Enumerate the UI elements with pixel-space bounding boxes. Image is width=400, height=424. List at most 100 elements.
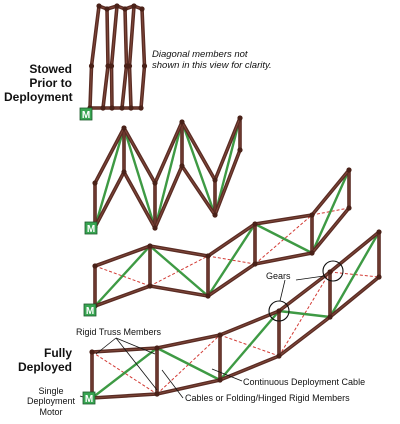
truss-rod-highlight [254,214,313,225]
motor-mark: M [86,306,94,317]
leader-line [115,337,158,391]
diagonal-member [153,121,184,229]
truss-rod-highlight [214,117,241,181]
truss-rod-highlight [181,121,216,181]
diagonal-member [93,127,126,228]
diagonal-members [91,117,381,399]
truss-rod-highlight [207,223,256,257]
motor-label-line-2: Deployment [26,396,76,407]
truss-rod-highlight [278,271,331,312]
truss-rod-highlight [181,165,216,216]
hinge-joint [252,261,258,267]
hinge-joint [276,308,282,314]
rigid-truss-members-label: Rigid Truss Members [76,327,162,337]
hinge-joint [252,221,258,227]
hinge-joint [179,119,185,125]
deployment-cable [91,351,158,395]
truss-rod-highlight [156,334,221,349]
truss-rod-highlight [91,5,100,67]
note-line-1: Diagonal members not [152,49,248,60]
diagonal-member [180,121,217,216]
truss-rod-highlight [102,65,109,109]
truss-rod-highlight [278,316,331,357]
diagonal-member [122,127,157,229]
truss-rod-highlight [207,263,256,297]
hinge-joint [121,169,127,175]
diagonal-member [328,231,381,318]
truss-rod-highlight [124,8,127,67]
hinge-joint [276,353,282,359]
truss-rod-highlight [329,231,380,273]
hinge-joint [217,332,223,338]
stowed-label-line-2: Prior to [29,75,72,90]
rigid-truss-members [88,4,381,400]
diagonal-member [219,310,280,381]
hinge-joint [88,63,95,69]
diagonal-member [206,223,257,297]
hinge-joint [217,377,223,383]
hinge-joint [126,63,133,69]
hinge-joint [346,167,352,173]
hinge-joint [96,3,102,9]
deployment-cable [156,334,221,395]
hinge-joint [109,105,115,111]
stowed-label-line-1: Stowed [29,62,72,76]
leader-line [279,279,286,302]
single-motor-label: Single Deployment Motor [20,386,82,417]
hinge-joint [119,105,125,111]
truss-rod-highlight [123,127,156,184]
truss-rod-highlight [329,276,380,318]
hinge-joint [309,250,315,256]
truss-rod-highlight [94,285,151,307]
leader-line [295,275,325,281]
truss-rod-highlight [91,393,158,399]
truss-rod-highlight [311,169,350,216]
truss-rod-highlight [123,171,156,229]
gears-label: Gears [266,271,291,281]
hinge-joint [141,63,148,69]
hinge-joint [104,6,110,12]
motor-box [79,107,93,121]
truss-rod-highlight [121,65,127,109]
hinge-joint [147,243,153,249]
diagonal-member [94,245,151,307]
truss-rod-highlight [89,65,92,109]
hinge-joint [237,115,243,121]
truss-rod-highlight [154,121,183,184]
hinge-joint [376,274,382,280]
deployment-cable [207,255,256,265]
hinge-joint [346,205,352,211]
folding-members-label: Cables or Folding/Hinged Rigid Members [185,393,350,403]
diagonal-member [156,346,221,382]
truss-rod-highlight [156,379,221,395]
diagonal-member [149,245,209,297]
fully-label-line-2: Deployed [17,359,72,374]
hinge-joint [122,6,128,12]
hinge-joint [147,283,153,289]
motor-mark: M [85,394,93,405]
motor-label-line-1: Single [38,386,64,396]
hinge-joint [128,105,134,111]
leader-line [211,368,243,382]
hinge-joint [205,253,211,259]
leader-line [115,337,156,355]
hinge-joint [327,269,333,275]
truss-rod-highlight [154,165,183,229]
truss-rod-highlight [106,8,109,67]
hinge-joint [131,3,137,9]
deployment-cable [278,271,331,357]
hinge-joint [179,163,185,169]
hinge-joint [154,345,160,351]
hinge-joint [212,212,218,218]
truss-rod-highlight [149,245,209,257]
hinge-joint [138,105,144,111]
fully-label-line-1: Fully [43,346,72,360]
diagonal-member [278,309,331,319]
hinge-joint [327,314,333,320]
hinge-joint [237,147,243,153]
truss-rod-highlight [149,285,209,297]
truss-rod-highlight [91,347,158,353]
hinge-joint [92,180,98,186]
truss-rod-highlight [219,310,280,336]
